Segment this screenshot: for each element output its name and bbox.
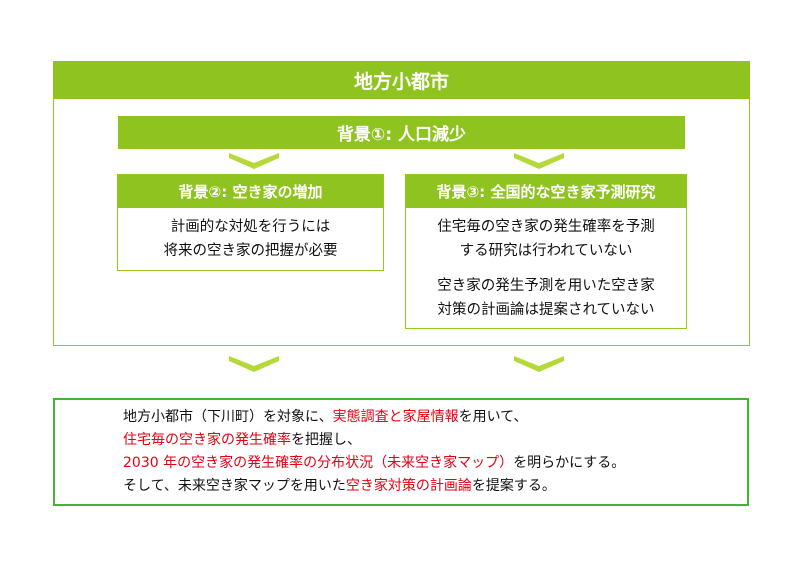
- conclusion-line-1: 地方小都市（下川町）を対象に、実態調査と家屋情報を用いて、: [123, 406, 527, 429]
- conclusion-highlight: 実態調査と家屋情報: [332, 409, 459, 425]
- conclusion-line-4: そして、未来空き家マップを用いた空き家対策の計画論を提案する。: [123, 475, 556, 498]
- conclusion-text: を明らかにする。: [513, 455, 626, 471]
- background-3-line: する研究は行われていない: [459, 243, 633, 259]
- conclusion-line-3: 2030 年の空き家の発生確率の分布状況（未来空き家マップ）を明らかにする。: [123, 452, 625, 475]
- arrow-down-icon: [229, 153, 279, 169]
- title-bar: 地方小都市: [53, 61, 750, 99]
- background-1-bar: 背景①: 人口減少: [118, 116, 685, 149]
- conclusion-text: を把握し、: [291, 432, 361, 448]
- arrow-down-icon: [514, 153, 564, 169]
- conclusion-line-2: 住宅毎の空き家の発生確率を把握し、: [123, 429, 361, 452]
- conclusion-highlight: 住宅毎の空き家の発生確率: [123, 432, 291, 448]
- conclusion-text: 地方小都市（下川町）を対象に、: [123, 409, 333, 425]
- background-2-header: 背景②: 空き家の増加: [118, 175, 383, 208]
- background-3-box: 背景③: 全国的な空き家予測研究 住宅毎の空き家の発生確率を予測 する研究は行わ…: [405, 174, 687, 329]
- conclusion-text: を提案する。: [471, 478, 556, 494]
- arrow-down-icon: [229, 356, 279, 372]
- background-2-line: 将来の空き家の把握が必要: [163, 243, 338, 259]
- background-2-line: 計画的な対処を行うには: [170, 219, 331, 235]
- background-2-box: 背景②: 空き家の増加 計画的な対処を行うには 将来の空き家の把握が必要: [117, 174, 384, 271]
- background-3-line: 空き家の発生予測を用いた空き家: [437, 278, 655, 294]
- conclusion-highlight: 2030 年の空き家の発生確率の分布状況（未来空き家マップ）: [123, 455, 514, 471]
- conclusion-text: そして、未来空き家マップを用いた: [123, 478, 346, 494]
- background-3-header: 背景③: 全国的な空き家予測研究: [406, 175, 686, 208]
- conclusion-box: 地方小都市（下川町）を対象に、実態調査と家屋情報を用いて、 住宅毎の空き家の発生…: [53, 398, 749, 506]
- background-3-line: 住宅毎の空き家の発生確率を予測: [437, 219, 655, 235]
- conclusion-text: を用いて、: [458, 409, 528, 425]
- conclusion-highlight: 空き家対策の計画論: [345, 478, 472, 494]
- background-3-line: 対策の計画論は提案されていない: [437, 302, 655, 318]
- arrow-down-icon: [514, 356, 564, 372]
